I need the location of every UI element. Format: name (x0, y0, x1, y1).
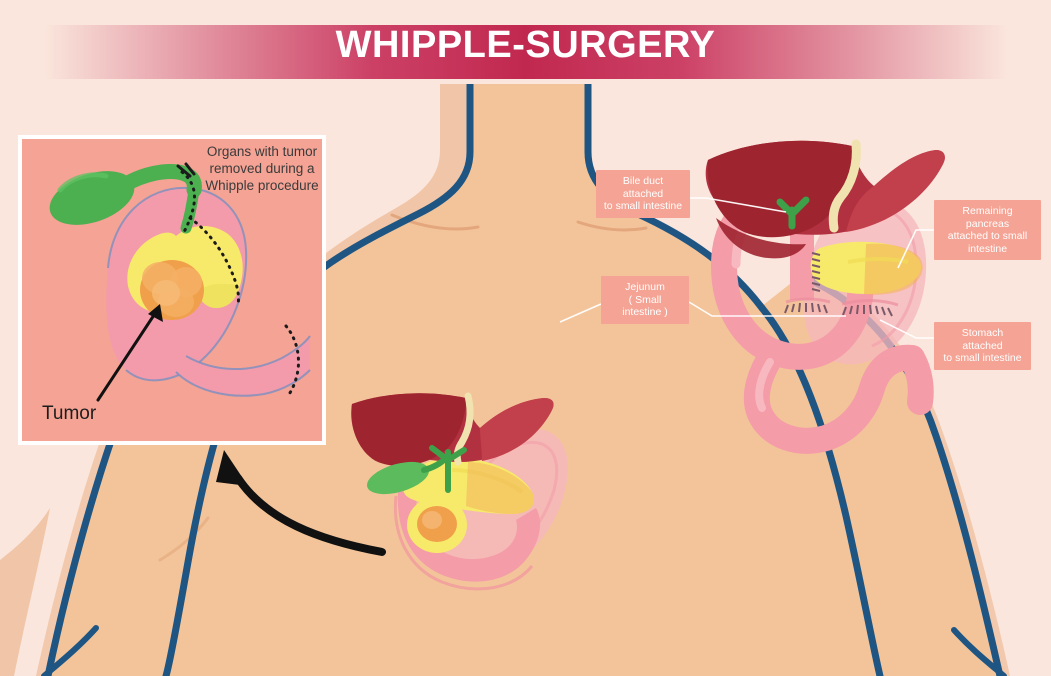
reconstructed-anatomy (705, 139, 945, 454)
zoom-arrow (216, 450, 386, 556)
suture-lines (784, 252, 893, 317)
resection-lines (180, 170, 300, 398)
callout-jejunum: Jejunum ( Small intestine ) (601, 276, 689, 324)
central-anatomy (351, 392, 568, 591)
callout-connectors (559, 197, 934, 339)
tumor-label: Tumor (42, 403, 97, 424)
tumor-mass (140, 260, 204, 320)
tumor-central (407, 497, 467, 553)
callout-stomach: Stomach attached to small intestine (934, 322, 1031, 370)
callout-remaining-pancreas: Remaining pancreas attached to small int… (934, 200, 1041, 260)
title-banner (44, 25, 1008, 79)
inset-caption: Organs with tumor removed during a Whipp… (205, 144, 319, 193)
inset-panel (18, 135, 326, 445)
bile-duct-anastomosis (776, 196, 810, 230)
callout-bile-duct: Bile duct attached to small intestine (596, 170, 690, 218)
